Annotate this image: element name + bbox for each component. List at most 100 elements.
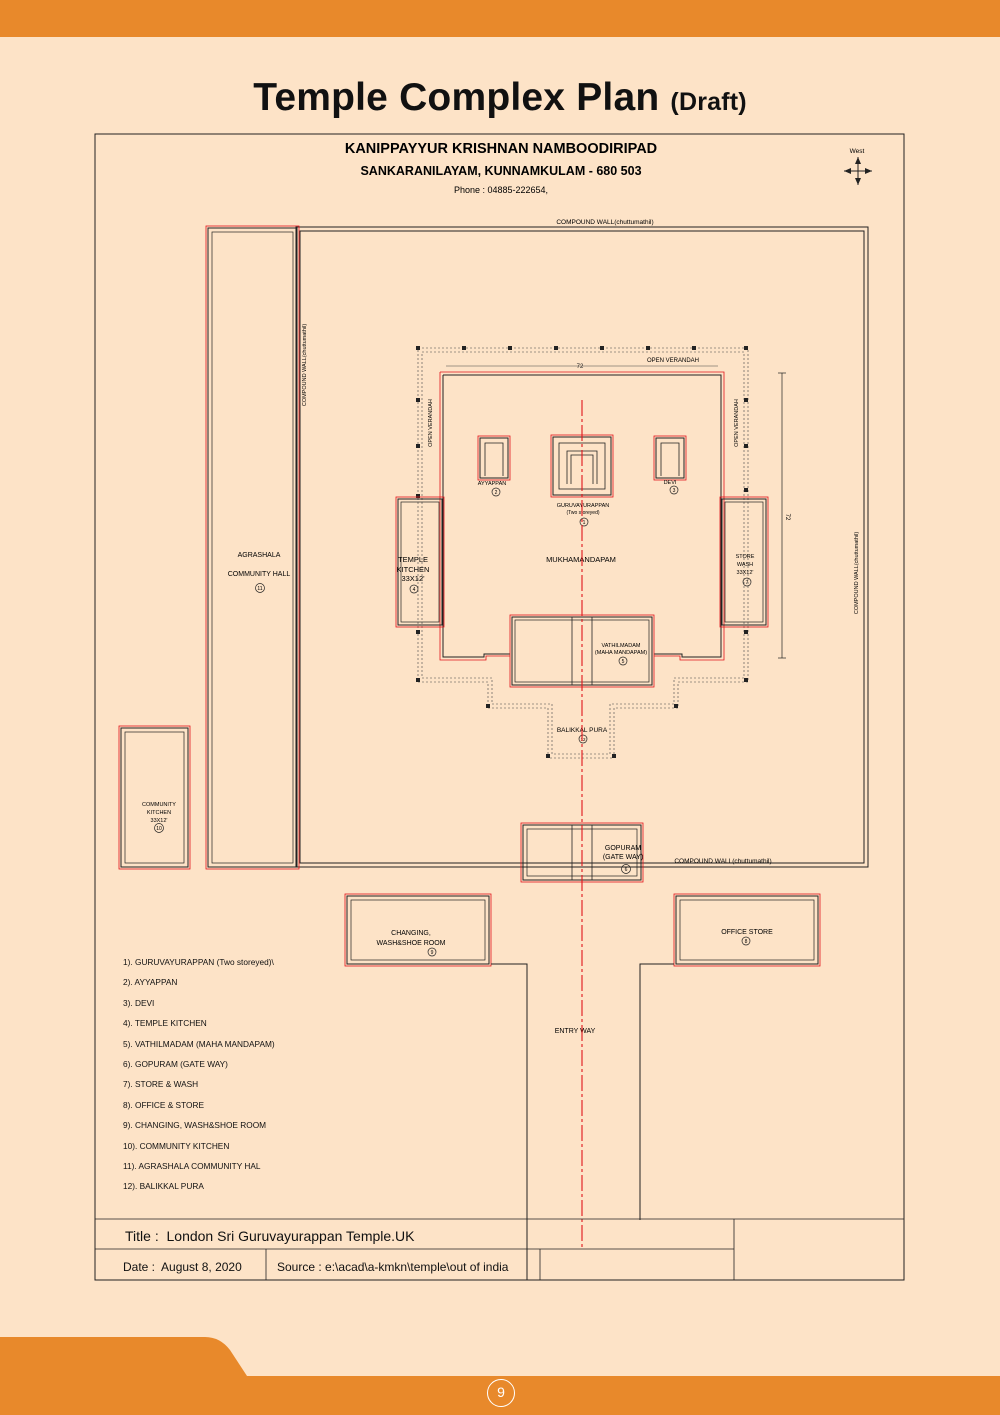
gopuram-number: 6: [625, 867, 628, 873]
open-verandah-outline: [417, 347, 749, 759]
dimension-line-right: [778, 372, 786, 659]
date-label: Date :: [123, 1260, 156, 1274]
agrashala-number: 11: [257, 586, 262, 592]
community-kitchen-number: 10: [156, 826, 162, 832]
ayyappan-number: 2: [495, 490, 498, 496]
temple-kitchen-number: 4: [413, 587, 416, 593]
dimension-right-label: 72: [784, 514, 790, 521]
legend-item: 10). COMMUNITY KITCHEN: [123, 1140, 230, 1151]
title-label: Title :: [125, 1228, 159, 1244]
legend-item: 7). STORE & WASH: [123, 1079, 199, 1090]
title-block-source: Source : e:\acad\a-kmkn\temple\out of in…: [277, 1260, 508, 1274]
temple-kitchen-sublabel: KITCHEN: [397, 565, 430, 574]
open-verandah-top-label: OPEN VERANDAH: [647, 358, 699, 364]
changing-room-number-circle: [427, 947, 437, 957]
entry-way-walls: [491, 963, 674, 1280]
vathilmadam-number: 5: [622, 659, 625, 665]
vathilmadam-label: VATHILMADAM: [602, 643, 641, 649]
gopuram-number-circle: [621, 864, 631, 874]
devi-shrine: [653, 435, 687, 481]
agrashala-sublabel: COMMUNITY HALL: [228, 571, 291, 578]
legend-item: 4). TEMPLE KITCHEN: [123, 1018, 207, 1029]
guruvayurappan-number: 1: [583, 520, 586, 526]
community-kitchen-sublabel: KITCHEN: [147, 810, 171, 816]
agrashala-label: AGRASHALA: [238, 552, 281, 559]
devi-label: DEVI: [664, 480, 677, 486]
guruvayurappan-label: GURUVAYURAPPAN: [557, 503, 610, 509]
temple-kitchen-size: 33X12': [401, 574, 425, 583]
source-label: Source :: [277, 1260, 322, 1274]
source-value: e:\acad\a-kmkn\temple\out of india: [325, 1260, 509, 1274]
mukhamandapam-label: MUKHAMANDAPAM: [546, 555, 616, 564]
legend-item: 3). DEVI: [123, 997, 155, 1008]
temple-kitchen-label: TEMPLE: [398, 555, 428, 564]
vathilmadam-number-circle: [618, 656, 628, 666]
store-number-circle: [742, 577, 752, 587]
store-size: 33X12': [737, 570, 754, 576]
office-store-number-circle: [741, 936, 751, 946]
open-verandah-left-label: OPEN VERANDAH: [428, 399, 434, 447]
page-title: Temple Complex Plan (Draft): [0, 76, 1000, 120]
legend-item: 9). CHANGING, WASH&SHOE ROOM: [123, 1120, 267, 1131]
plan-legend: 1). GURUVAYURAPPAN (Two storeyed)\ 2). A…: [123, 952, 275, 1197]
footer-band: [0, 1337, 1000, 1415]
legend-item: 12). BALIKKAL PURA: [123, 1181, 204, 1192]
header-address: SANKARANILAYAM, KUNNAMKULAM - 680 503: [360, 164, 641, 178]
store-number: 7: [746, 580, 749, 586]
title-block-grid: [95, 1218, 904, 1280]
legend-item: 11). AGRASHALA COMMUNITY HAL: [123, 1161, 261, 1172]
store-sublabel: WASH: [737, 562, 753, 568]
drawing-frame: [94, 133, 905, 1281]
balikkal-number: 12: [580, 737, 586, 742]
gopuram-label: GOPURAM: [605, 845, 641, 852]
changing-room: [344, 893, 492, 967]
mukhamandapam-hall: [439, 371, 725, 661]
office-store-label: OFFICE STORE: [721, 929, 773, 936]
devi-number-circle: [669, 485, 679, 495]
office-store-number: 8: [745, 939, 748, 945]
community-kitchen-size: 33X12': [151, 818, 168, 824]
verandah-pillars: [416, 346, 748, 758]
ayyappan-number-circle: [491, 487, 501, 497]
page-number: 9: [487, 1379, 515, 1407]
agrashala-building: [205, 225, 300, 870]
entry-way-label: ENTRY WAY: [555, 1028, 596, 1035]
devi-number: 3: [673, 488, 676, 494]
changing-room-label: CHANGING,: [391, 930, 431, 937]
ayyappan-shrine: [477, 435, 511, 481]
legend-item: 8). OFFICE & STORE: [123, 1099, 204, 1110]
compound-wall-bottom-label: COMPOUND WALL(chuttumathil): [674, 858, 771, 865]
page-title-suffix: (Draft): [670, 88, 747, 116]
open-verandah-right-label: OPEN VERANDAH: [734, 399, 740, 447]
balikkal-number-circle: [578, 734, 588, 744]
changing-room-sublabel: WASH&SHOE ROOM: [377, 940, 446, 947]
title-value: London Sri Guruvayurappan Temple.UK: [166, 1228, 415, 1244]
top-band: [0, 0, 1000, 37]
ayyappan-label: AYYAPPAN: [478, 481, 506, 487]
changing-room-number: 9: [431, 950, 434, 956]
community-kitchen-label: COMMUNITY: [142, 802, 176, 808]
legend-item: 5). VATHILMADAM (MAHA MANDAPAM): [123, 1038, 275, 1049]
compass-label: West: [850, 148, 865, 155]
community-kitchen-number-circle: [154, 823, 164, 833]
store-wash-room: [719, 496, 769, 628]
office-store-room: [673, 893, 821, 967]
header-name: KANIPPAYYUR KRISHNAN NAMBOODIRIPAD: [345, 141, 657, 157]
date-value: August 8, 2020: [161, 1260, 242, 1274]
temple-kitchen-room: [395, 496, 445, 628]
temple-kitchen-number-circle: [409, 584, 419, 594]
page-title-text: Temple Complex Plan: [253, 76, 660, 119]
agrashala-number-circle: [255, 583, 265, 593]
title-block-title: Title : London Sri Guruvayurappan Temple…: [125, 1228, 415, 1244]
compound-wall-top-label: COMPOUND WALL(chuttumathil): [556, 219, 653, 226]
community-kitchen-building: [118, 725, 191, 870]
title-block-date: Date : August 8, 2020: [123, 1260, 242, 1274]
store-label: STORE: [736, 554, 755, 560]
compound-wall-right-label: COMPOUND WALL(chuttumathil): [854, 532, 860, 614]
guruvayurappan-number-circle: [579, 517, 589, 527]
compound-wall-left-label: COMPOUND WALL(chuttumathil): [302, 324, 308, 406]
legend-item: 2). AYYAPPAN: [123, 977, 178, 988]
legend-item: 1). GURUVAYURAPPAN (Two storeyed)\: [123, 957, 274, 967]
compass-arrows-icon: West: [844, 148, 872, 185]
